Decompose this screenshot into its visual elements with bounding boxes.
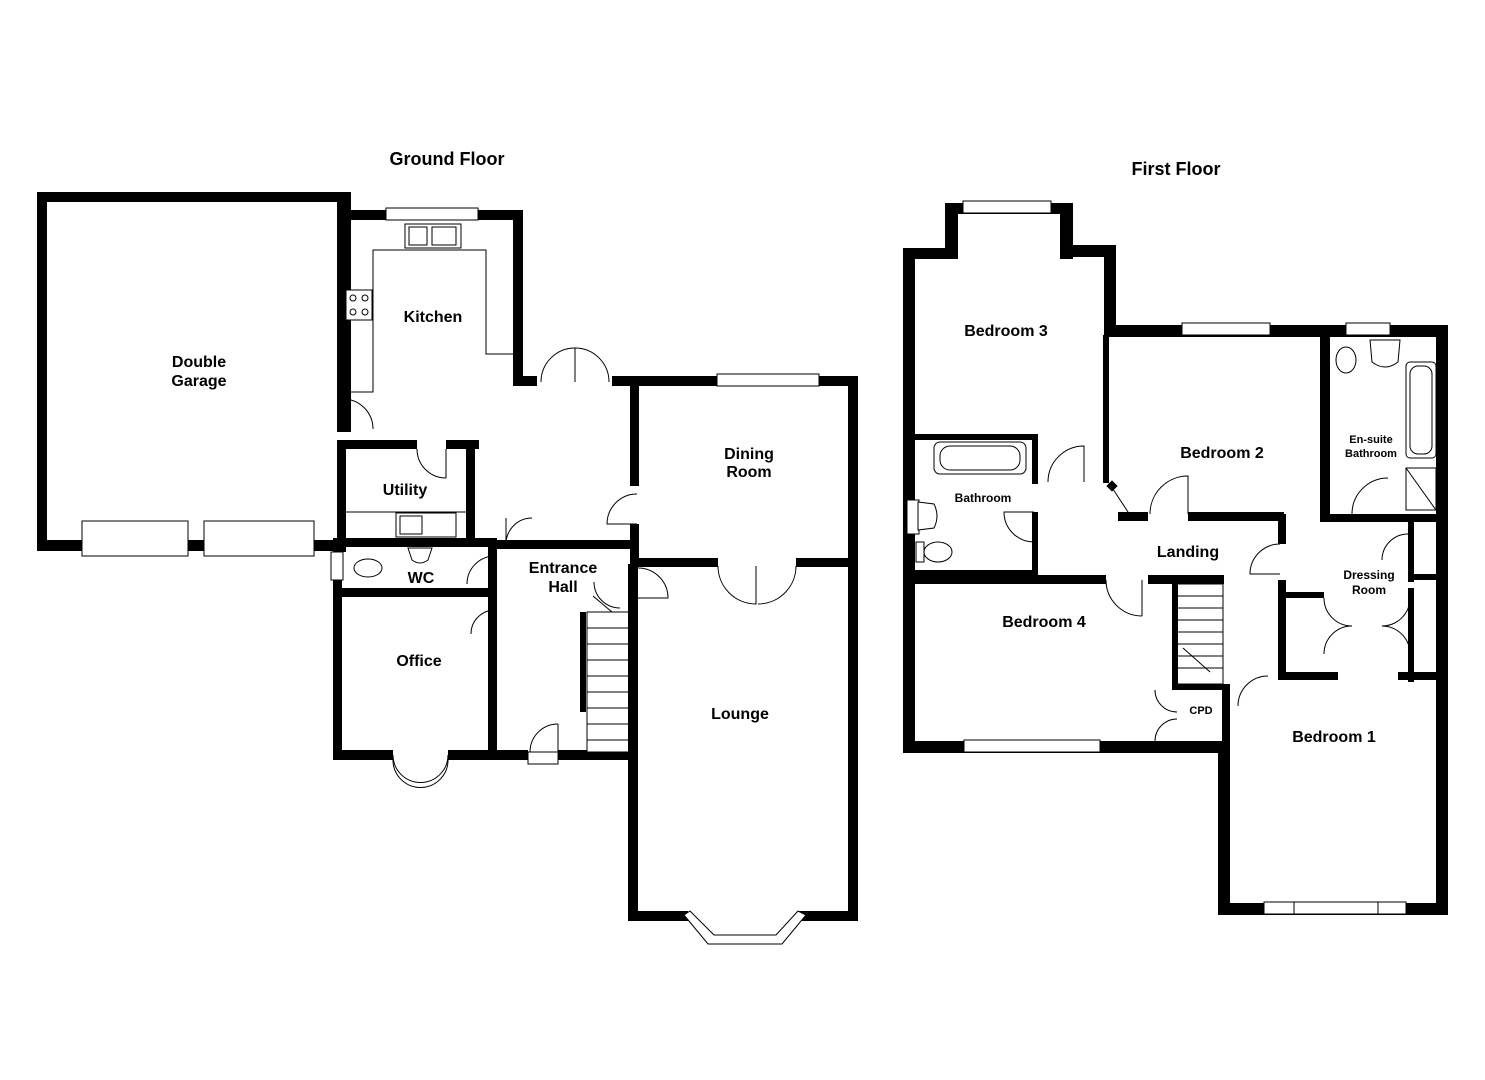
- dressing-room-label-1: Dressing: [1343, 568, 1394, 582]
- dressing-room: Dressing Room: [1237, 522, 1438, 707]
- bathroom: Bathroom: [906, 434, 1085, 577]
- first-floor-plan: First Floor Bedroom 3 Bathro: [903, 159, 1448, 915]
- landing: Landing: [910, 514, 1286, 690]
- ensuite-label-2: Bathroom: [1345, 448, 1397, 460]
- kitchen-window: [385, 207, 479, 221]
- garage-label-2: Garage: [171, 373, 226, 390]
- office-label: Office: [396, 653, 441, 670]
- garage-label-1: Double: [172, 354, 226, 371]
- ground-floor-title: Ground Floor: [390, 149, 505, 169]
- ensuite-label-1: En-suite: [1349, 434, 1392, 446]
- lounge: Lounge: [628, 564, 858, 945]
- ensuite-toilet: [1335, 346, 1357, 374]
- bedroom4-window: [963, 739, 1101, 753]
- lounge-bay-window: [683, 910, 807, 945]
- garage-door-right: [203, 520, 315, 557]
- dining-room-label-2: Room: [726, 464, 771, 481]
- bedroom-3: Bedroom 3: [903, 200, 1116, 752]
- entrance-hall-label-1: Entrance: [529, 560, 598, 577]
- wc-basin: [407, 547, 433, 564]
- garage-door-swing: [342, 398, 374, 430]
- bedroom-1: Bedroom 1: [1218, 729, 1448, 915]
- bedroom4-label: Bedroom 4: [1002, 614, 1086, 631]
- cpd-label: CPD: [1189, 705, 1212, 717]
- bathroom-toilet: [923, 541, 953, 563]
- wc: WC: [330, 538, 497, 760]
- bath-tub: [933, 441, 1027, 475]
- kitchen: Kitchen: [337, 207, 610, 393]
- garage-door-left: [81, 520, 189, 557]
- ensuite-bath: [1405, 361, 1437, 459]
- dining-room-label-1: Dining: [724, 446, 774, 463]
- cpd-cupboard: CPD: [1154, 684, 1230, 753]
- entrance-hall: Entrance Hall: [488, 517, 669, 765]
- bathroom-basin: [917, 501, 938, 531]
- bedroom2-label: Bedroom 2: [1180, 445, 1264, 462]
- double-garage: [37, 192, 374, 557]
- dining-room: Dining Room: [606, 373, 858, 921]
- entrance-hall-label-2: Hall: [548, 579, 577, 596]
- dressing-room-label-2: Room: [1352, 583, 1386, 597]
- bedroom3-label: Bedroom 3: [964, 323, 1048, 340]
- ensuite-basin: [1369, 339, 1401, 368]
- stairs-ground: [580, 595, 634, 753]
- bedroom-4: Bedroom 4: [903, 614, 1229, 753]
- landing-label: Landing: [1157, 544, 1219, 561]
- office: Office: [333, 597, 528, 788]
- bedroom3-window: [962, 200, 1052, 214]
- first-floor-title: First Floor: [1132, 159, 1221, 179]
- front-door: [527, 751, 559, 765]
- ensuite-window: [1345, 322, 1391, 336]
- utility: Utility: [337, 440, 497, 552]
- en-suite-bathroom: En-suite Bathroom: [1320, 322, 1448, 915]
- kitchen-label: Kitchen: [404, 309, 463, 326]
- bathroom-label: Bathroom: [955, 491, 1012, 505]
- hob-icon: [345, 289, 373, 321]
- dining-window: [716, 373, 820, 387]
- bathroom-window: [906, 499, 920, 535]
- wc-label: WC: [408, 570, 435, 587]
- ground-floor-plan: Ground Floor: [37, 149, 858, 945]
- lounge-label: Lounge: [711, 706, 769, 723]
- bedroom1-label: Bedroom 1: [1292, 729, 1376, 746]
- bedroom2-window: [1181, 322, 1271, 336]
- wc-toilet: [353, 558, 383, 578]
- stairs-first: [1172, 583, 1224, 690]
- utility-label: Utility: [383, 482, 428, 499]
- bedroom1-window: [1263, 901, 1407, 915]
